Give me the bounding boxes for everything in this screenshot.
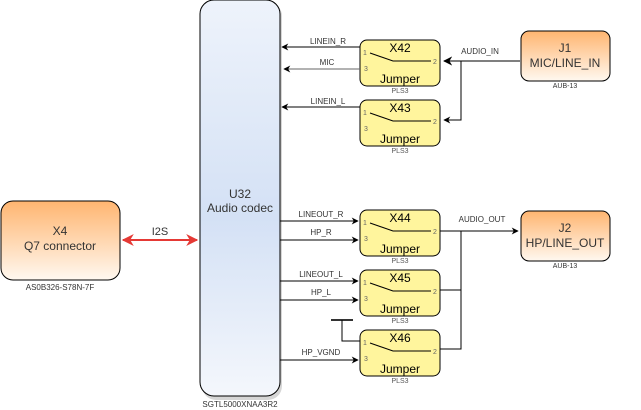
audio-out-label: AUDIO_OUT <box>459 215 506 224</box>
pin2-label: 2 <box>433 289 437 296</box>
q7-part: AS0B326-S78N-7F <box>26 283 95 292</box>
j1-part: AUB-13 <box>553 83 578 90</box>
pin2-label: 2 <box>433 119 437 126</box>
jumper-ref: X46 <box>389 331 411 345</box>
j1-name: MIC/LINE_IN <box>530 56 601 70</box>
jumper-switch <box>369 112 431 122</box>
jumper-switch <box>369 282 431 292</box>
x46-pin1-tie <box>331 319 360 342</box>
audio-in-net: AUDIO_IN <box>443 47 520 124</box>
q7-ref: X4 <box>53 224 68 238</box>
codec-part: SGTL5000XNAA3R2 <box>202 400 278 409</box>
net-label: LINEIN_L <box>311 97 346 106</box>
jumper-body[interactable] <box>359 269 441 317</box>
jumper-body[interactable] <box>359 209 441 257</box>
j2-part: AUB-13 <box>553 263 578 270</box>
jumper-switch <box>369 52 431 62</box>
jumper-type: Jumper <box>380 242 420 256</box>
jumper-body[interactable] <box>359 99 441 147</box>
jumper-type: Jumper <box>380 132 420 146</box>
jumper-body[interactable] <box>359 39 441 87</box>
net-label: LINEIN_R <box>310 37 346 46</box>
jumper-part: PLS3 <box>391 88 408 95</box>
pin3-label: 3 <box>364 236 368 243</box>
net-label: HP_VGND <box>302 348 341 357</box>
j2-connector-block[interactable]: J2 HP/LINE_OUT AUB-13 <box>520 210 611 270</box>
pin3-label: 3 <box>364 66 368 73</box>
i2s-label: I2S <box>152 226 169 238</box>
codec-ref: U32 <box>229 187 251 201</box>
pin2-label: 2 <box>433 349 437 356</box>
jumper-part: PLS3 <box>391 258 408 265</box>
net-label: HP_R <box>310 228 332 237</box>
codec-name: Audio codec <box>207 201 273 215</box>
pin1-label: 1 <box>363 50 367 57</box>
j1-ref: J1 <box>559 41 572 55</box>
net-label: MIC <box>320 58 335 67</box>
pin2-label: 2 <box>433 59 437 66</box>
audio-out-net: AUDIO_OUT <box>440 215 519 350</box>
jumper-part: PLS3 <box>391 378 408 385</box>
jumper-switch <box>369 342 431 352</box>
pin3-label: 3 <box>364 296 368 303</box>
j2-name: HP/LINE_OUT <box>526 236 605 250</box>
q7-connector-block[interactable]: X4 Q7 connector AS0B326-S78N-7F <box>0 200 121 292</box>
jumper-type: Jumper <box>380 72 420 86</box>
net-label: LINEOUT_L <box>299 270 343 279</box>
jumper-switch <box>369 222 431 232</box>
j2-ref: J2 <box>559 221 572 235</box>
jumper-part: PLS3 <box>391 318 408 325</box>
jumper-type: Jumper <box>380 362 420 376</box>
q7-name: Q7 connector <box>24 239 96 253</box>
pin3-label: 3 <box>364 126 368 133</box>
net-label: LINEOUT_R <box>299 210 344 219</box>
net-label: HP_L <box>311 288 332 297</box>
pin1-label: 1 <box>363 110 367 117</box>
jumper-type: Jumper <box>380 302 420 316</box>
codec-block[interactable]: U32 Audio codec SGTL5000XNAA3R2 <box>199 0 282 409</box>
jumper-ref: X42 <box>389 41 411 55</box>
audio-in-label: AUDIO_IN <box>461 47 499 56</box>
pin1-label: 1 <box>363 220 367 227</box>
j1-connector-block[interactable]: J1 MIC/LINE_IN AUB-13 <box>520 30 611 90</box>
pin3-label: 3 <box>364 356 368 363</box>
pin2-label: 2 <box>433 229 437 236</box>
jumper-part: PLS3 <box>391 148 408 155</box>
jumper-body[interactable] <box>359 329 441 377</box>
pin1-label: 1 <box>363 280 367 287</box>
jumper-ref: X45 <box>389 271 411 285</box>
pin1-label: 1 <box>363 340 367 347</box>
jumper-ref: X43 <box>389 101 411 115</box>
jumper-ref: X44 <box>389 211 411 225</box>
